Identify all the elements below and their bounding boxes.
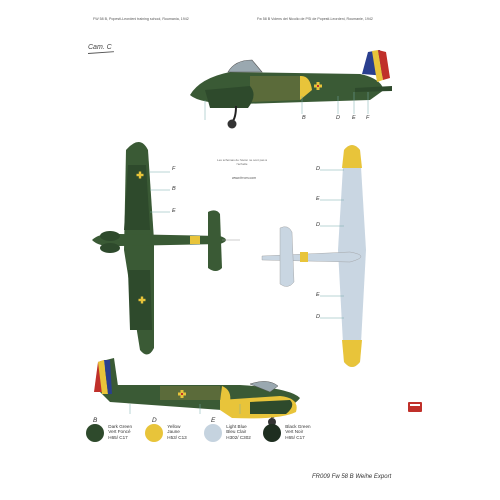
caption-left: FW 58 B, Popesti-Leordeni training schoo…: [93, 17, 189, 21]
legend-line: Yellow: [167, 423, 181, 429]
product-footer: FR009 Fw 58 B Weihe Export: [312, 474, 392, 480]
side-view-bottom: [94, 358, 300, 426]
brand-logo-icon: [408, 402, 422, 412]
legend-code: D: [152, 417, 157, 424]
callout-bottom-d2: D: [316, 222, 320, 228]
legend-line: H53/ C13: [167, 434, 187, 440]
legend-line: H65/ C17: [108, 434, 128, 440]
bottom-view-right: [261, 145, 366, 367]
legend-line: H65/ C17: [285, 434, 305, 440]
legend-line: Jaune: [167, 429, 180, 435]
callout-bottom-e1: E: [316, 196, 320, 202]
swatch-black-green: [263, 423, 281, 442]
callout-bottom-d1: D: [316, 166, 320, 172]
legend-code: B: [93, 417, 98, 424]
callout-bottom-d3: D: [316, 314, 320, 320]
legend-line: Dark Green: [108, 423, 133, 429]
legend-line: Black Green: [285, 423, 311, 429]
scale-note: Les schémas de l'avion ne sont pas à l'é…: [217, 158, 267, 166]
callout-top-e: E: [172, 208, 176, 214]
swatch-light-blue: [204, 423, 222, 442]
callout-side-d: D: [336, 115, 340, 121]
legend-code: E: [211, 417, 216, 424]
callout-bottom-e2: E: [316, 292, 320, 298]
legend-line: H302/ C302: [226, 434, 251, 440]
caption-right: Fw 58 B Volens del Nicolio de PSI de Pop…: [257, 17, 373, 21]
legend-line: Light Blue: [226, 423, 247, 429]
swatch-yellow: [145, 423, 163, 442]
legend-line: Bleu Clair: [226, 429, 247, 435]
camo-label: Cam. C: [88, 44, 112, 51]
callout-top-f: F: [172, 166, 176, 172]
callout-side-e: E: [352, 115, 356, 121]
top-view-left: [92, 142, 240, 355]
callout-side-f: F: [366, 115, 370, 121]
swatch-dark-green: [86, 423, 104, 442]
website-link[interactable]: www.frrom.com: [232, 176, 257, 180]
callout-side-b: B: [302, 115, 306, 121]
legend-line: Vert Noir: [285, 429, 304, 435]
legend-code: F: [270, 417, 274, 424]
side-view-top: [190, 50, 392, 129]
legend-line: Vert Foncé: [108, 429, 131, 435]
callout-top-b: B: [172, 186, 176, 192]
